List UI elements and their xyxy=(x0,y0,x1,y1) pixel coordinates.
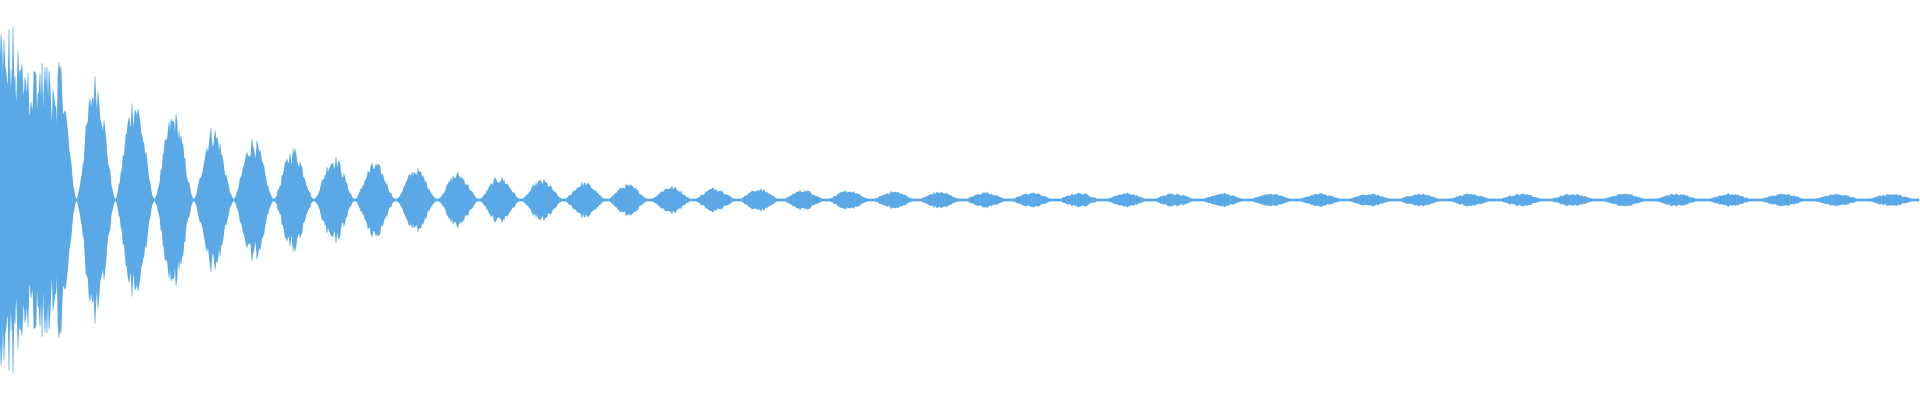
waveform-shape xyxy=(0,26,1920,374)
